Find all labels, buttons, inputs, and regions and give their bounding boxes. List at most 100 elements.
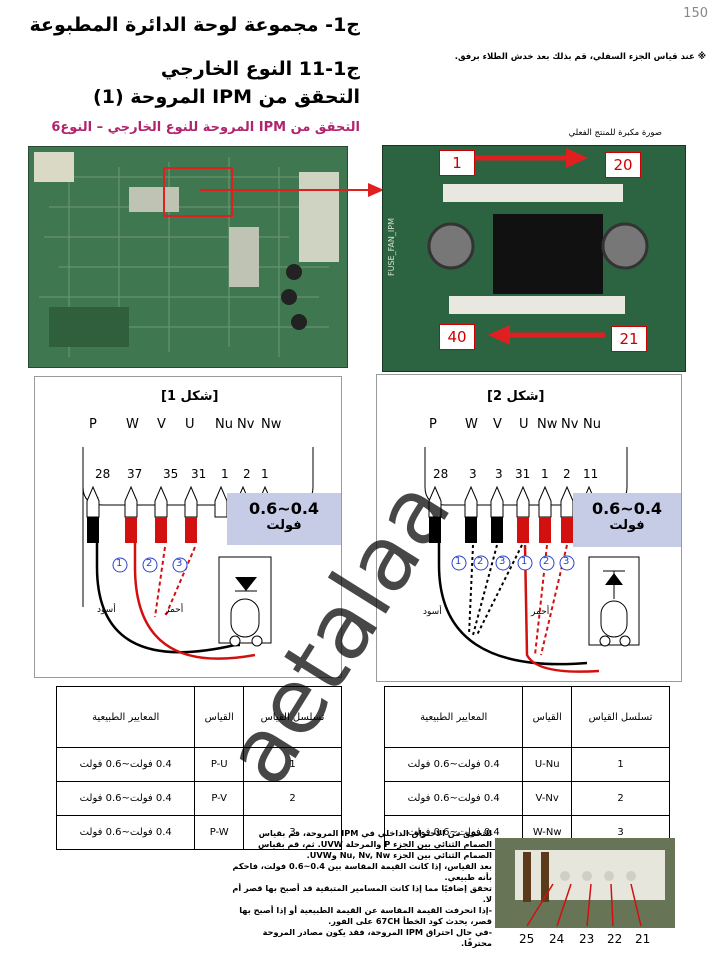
d2-terminal-W: W [465,417,478,432]
instruction-line: تحقق إضافيًا مما إذا كانت المسامير المتب… [232,883,492,904]
d1-pin: 31 [191,467,207,481]
table-cell: 1 [571,747,670,782]
connector-pin-label: 21 [635,932,651,946]
measurement-table-1: تسلسل القياس القياس المعايير الطبيعية 1 … [55,686,342,850]
d2-circle-num: 2 [477,556,484,567]
table-row: 1 U-Nu 0.4 فولت~0.6 فولت [383,747,670,782]
d1-black-label: أسود [97,605,116,615]
d2-terminal-Nw: Nw [537,417,558,432]
table-cell: V-Nv [522,781,572,816]
d1-terminal-U: U [185,417,195,432]
d1-terminal-Nw: Nw [261,417,282,432]
d1-pin: 35 [163,467,179,481]
table-header: القياس [522,686,572,748]
table-cell: 0.4 فولت~0.6 فولت [55,781,196,816]
d1-terminal-W: W [126,417,139,432]
connector-photo: 25 24 23 22 21 [495,838,675,956]
scratch-note: ※ عند قياس الجزء السفلي، قم بذلك بعد خدش… [454,52,706,62]
d2-pin: 28 [433,467,449,481]
table-cell: 0.4 فولت~0.6 فولت [383,747,524,782]
photo-caption: صورة مكبرة للمنتج الفعلي [568,128,662,138]
zoom-arrow [200,183,384,197]
subtitle: التحقق من IPM المروحة للنوع الخارجي – ال… [51,120,360,135]
d2-voltage-box: 0.6~0.4 فولت [573,493,681,547]
d1-pin: 28 [95,467,111,481]
connector-pin-label: 24 [549,932,565,946]
d2-terminal-V: V [493,417,502,432]
table-header: تسلسل القياس [571,686,670,748]
d1-pin: 1 [221,467,229,481]
d2-terminal-P: P [429,417,437,432]
connector-pin-label: 25 [519,932,535,946]
d1-circle-num: 3 [176,558,183,569]
table-header: المعايير الطبيعية [383,686,524,748]
measurement-table-2: تسلسل القياس القياس المعايير الطبيعية 1 … [383,686,670,850]
zoom-photo: 1 20 40 21 FUSE_FAN_IPM [382,145,686,372]
d2-red-label: أحمر [531,607,550,617]
pin-1-label: 1 [439,150,475,176]
d2-terminal-Nu: Nu [583,417,601,432]
connector-illustration [495,838,675,956]
page-title: ج1- مجموعة لوحة الدائرة المطبوعة [29,14,360,36]
ipm-highlight-box [163,167,233,217]
table-row: تسلسل القياس القياس المعايير الطبيعية [55,686,342,748]
table-header: تسلسل القياس [243,686,342,748]
pcb-photo [28,146,348,368]
diagram-1: [شكل 1] P W V U Nu Nv Nw 28 37 [34,376,342,678]
table-cell: 0.4 فولت~0.6 فولت [383,815,524,850]
d2-pin: 1 [541,467,549,481]
d2-pin: 11 [583,467,599,481]
diagram-2: [شكل 2] P W [376,374,682,682]
instructions: للتحقق من الاحتراق الداخلي في IPM المروح… [230,828,492,949]
d1-pin: 37 [127,467,143,481]
d1-unit: فولت [266,518,302,533]
table-header: المعايير الطبيعية [55,686,196,748]
instruction-line: -في حال احتراق IPM المروحة، فقد يكون مصا… [262,927,492,948]
d1-circle-num: 1 [116,558,123,569]
pin-40-label: 40 [439,324,475,350]
d2-pin: 2 [563,467,571,481]
diagram-2-title: [شكل 2] [487,389,545,404]
zoom-illustration [383,146,685,371]
pin-20-label: 20 [605,152,641,178]
d2-terminal-Nv: Nv [561,417,579,432]
d1-terminal-Nv: Nv [237,417,255,432]
d2-unit: فولت [609,518,645,533]
instruction-line: بعد القياس، إذا كانت القيمة المقاسة بين … [232,861,492,882]
page-number: 150 [683,6,708,21]
d1-pin: 2 [243,467,251,481]
d2-circle-num: 1 [455,556,462,567]
table-cell: 2 [571,781,670,816]
table-cell: 0.4 فولت~0.6 فولت [383,781,524,816]
table-cell: U-Nu [522,747,572,782]
connector-pin-label: 22 [607,932,623,946]
instruction-line: للتحقق من الاحتراق الداخلي في IPM المروح… [257,828,492,860]
d2-circle-num: 1 [521,556,528,567]
d2-terminal-U: U [519,417,529,432]
d1-terminal-P: P [89,417,97,432]
table-cell: 0.4 فولت~0.6 فولت [55,747,196,782]
d2-pin: 3 [469,467,477,481]
table-row: 2 P-V 0.4 فولت~0.6 فولت [55,781,342,816]
d2-pin: 31 [515,467,531,481]
d1-terminal-V: V [157,417,166,432]
d1-circle-num: 2 [146,558,153,569]
diagram-1-title: [شكل 1] [161,389,219,404]
d2-circle-num: 3 [499,556,506,567]
table-row: تسلسل القياس القياس المعايير الطبيعية [383,686,670,748]
instruction-line: -إذا انحرفت القيمة المقاسة عن القيمة الط… [239,905,492,926]
table-header: القياس [194,686,244,748]
d1-voltage: 0.6~0.4 [248,499,320,518]
table-row: 2 V-Nv 0.4 فولت~0.6 فولت [383,781,670,816]
section-heading: ج1-11 النوع الخارجي [160,58,360,80]
d2-black-label: أسود [423,607,442,617]
pin-21-label: 21 [611,326,647,352]
table-cell: P-V [194,781,244,816]
d1-pin: 1 [261,467,269,481]
connector-pin-label: 23 [579,932,595,946]
table-cell: P-W [194,815,244,850]
table-cell: 0.4 فولت~0.6 فولت [55,815,196,850]
table-row: 3 P-W 0.4 فولت~0.6 فولت [55,815,342,850]
check-heading: التحقق من IPM المروحة (1) [93,86,360,108]
d1-red-label: أحمر [165,605,184,615]
